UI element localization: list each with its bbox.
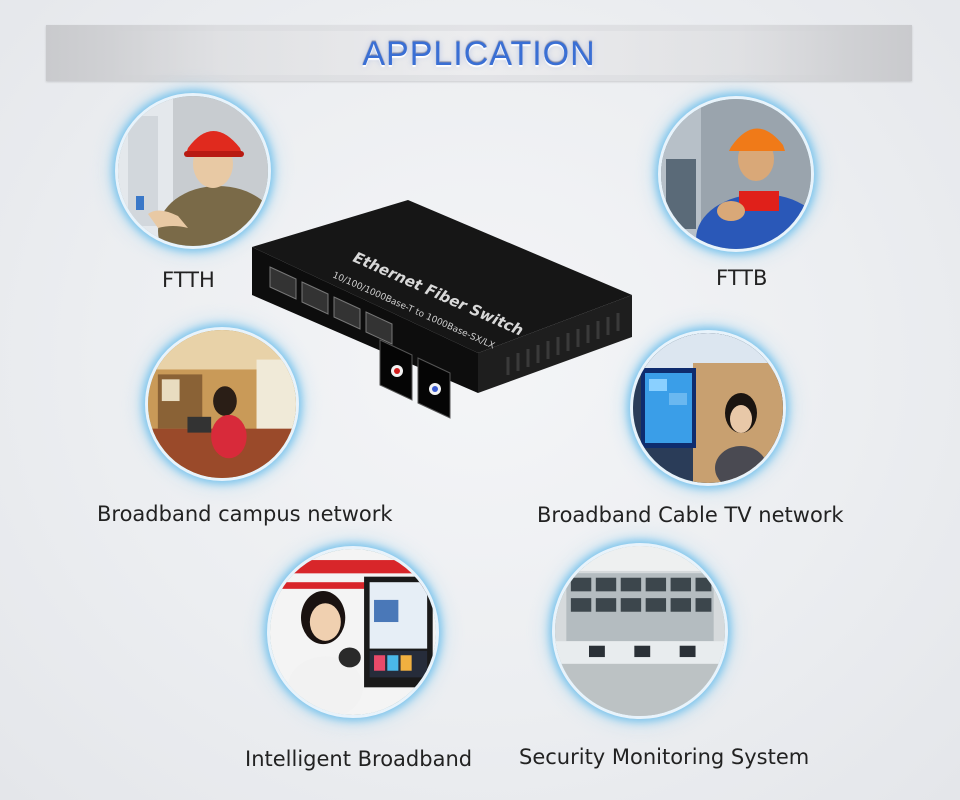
rj45-ports: [269, 266, 393, 345]
sc-fiber-ports: [379, 339, 451, 419]
fttb-label: FTTB: [716, 266, 768, 290]
cable-tv-network-label: Broadband Cable TV network: [537, 503, 844, 527]
intelligent-broadband-label: Intelligent Broadband: [245, 747, 473, 771]
switch-front-face: [252, 247, 478, 393]
security-monitoring-label: Security Monitoring System: [519, 745, 810, 769]
switch-top-face: [252, 200, 632, 353]
page-title: APPLICATION: [362, 35, 596, 73]
intelligent-broadband-photo: [267, 546, 439, 718]
banner-highlight: [106, 31, 852, 75]
ethernet-fiber-switch-image: Ethernet Fiber Switch 10/100/1000Base-T …: [252, 200, 632, 419]
cable-tv-photo: [630, 330, 786, 486]
campus-network-label: Broadband campus network: [97, 502, 393, 526]
ftth-label: FTTH: [162, 268, 215, 292]
security-monitoring-photo: [552, 543, 728, 719]
campus-photo: [145, 327, 299, 481]
fttb-photo: [658, 96, 814, 252]
switch-vents: [506, 313, 620, 375]
application-banner: APPLICATION: [46, 25, 912, 81]
